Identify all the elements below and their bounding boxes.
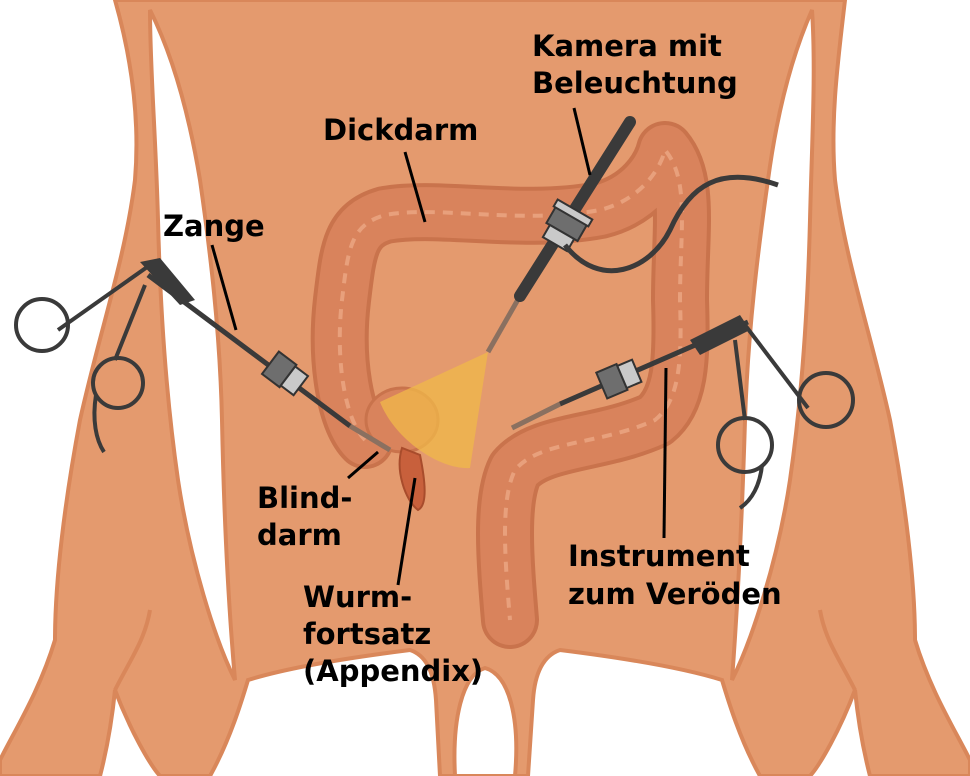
label-appendix-line2: fortsatz — [303, 617, 431, 651]
label-appendix-line1: Wurm- — [303, 580, 412, 614]
label-cautery-line1: Instrument — [568, 539, 750, 573]
leader-cautery — [664, 368, 666, 538]
label-colon: Dickdarm — [323, 113, 478, 147]
label-cecum-line2: darm — [257, 518, 342, 552]
label-forceps: Zange — [163, 209, 265, 243]
label-cecum-line1: Blind- — [257, 481, 352, 515]
label-camera-line1: Kamera mit — [532, 29, 722, 63]
label-camera-line2: Beleuchtung — [532, 66, 738, 100]
label-cautery-line2: zum Veröden — [568, 577, 782, 611]
label-appendix-line3: (Appendix) — [303, 654, 483, 688]
forceps-ring-1 — [16, 299, 68, 351]
